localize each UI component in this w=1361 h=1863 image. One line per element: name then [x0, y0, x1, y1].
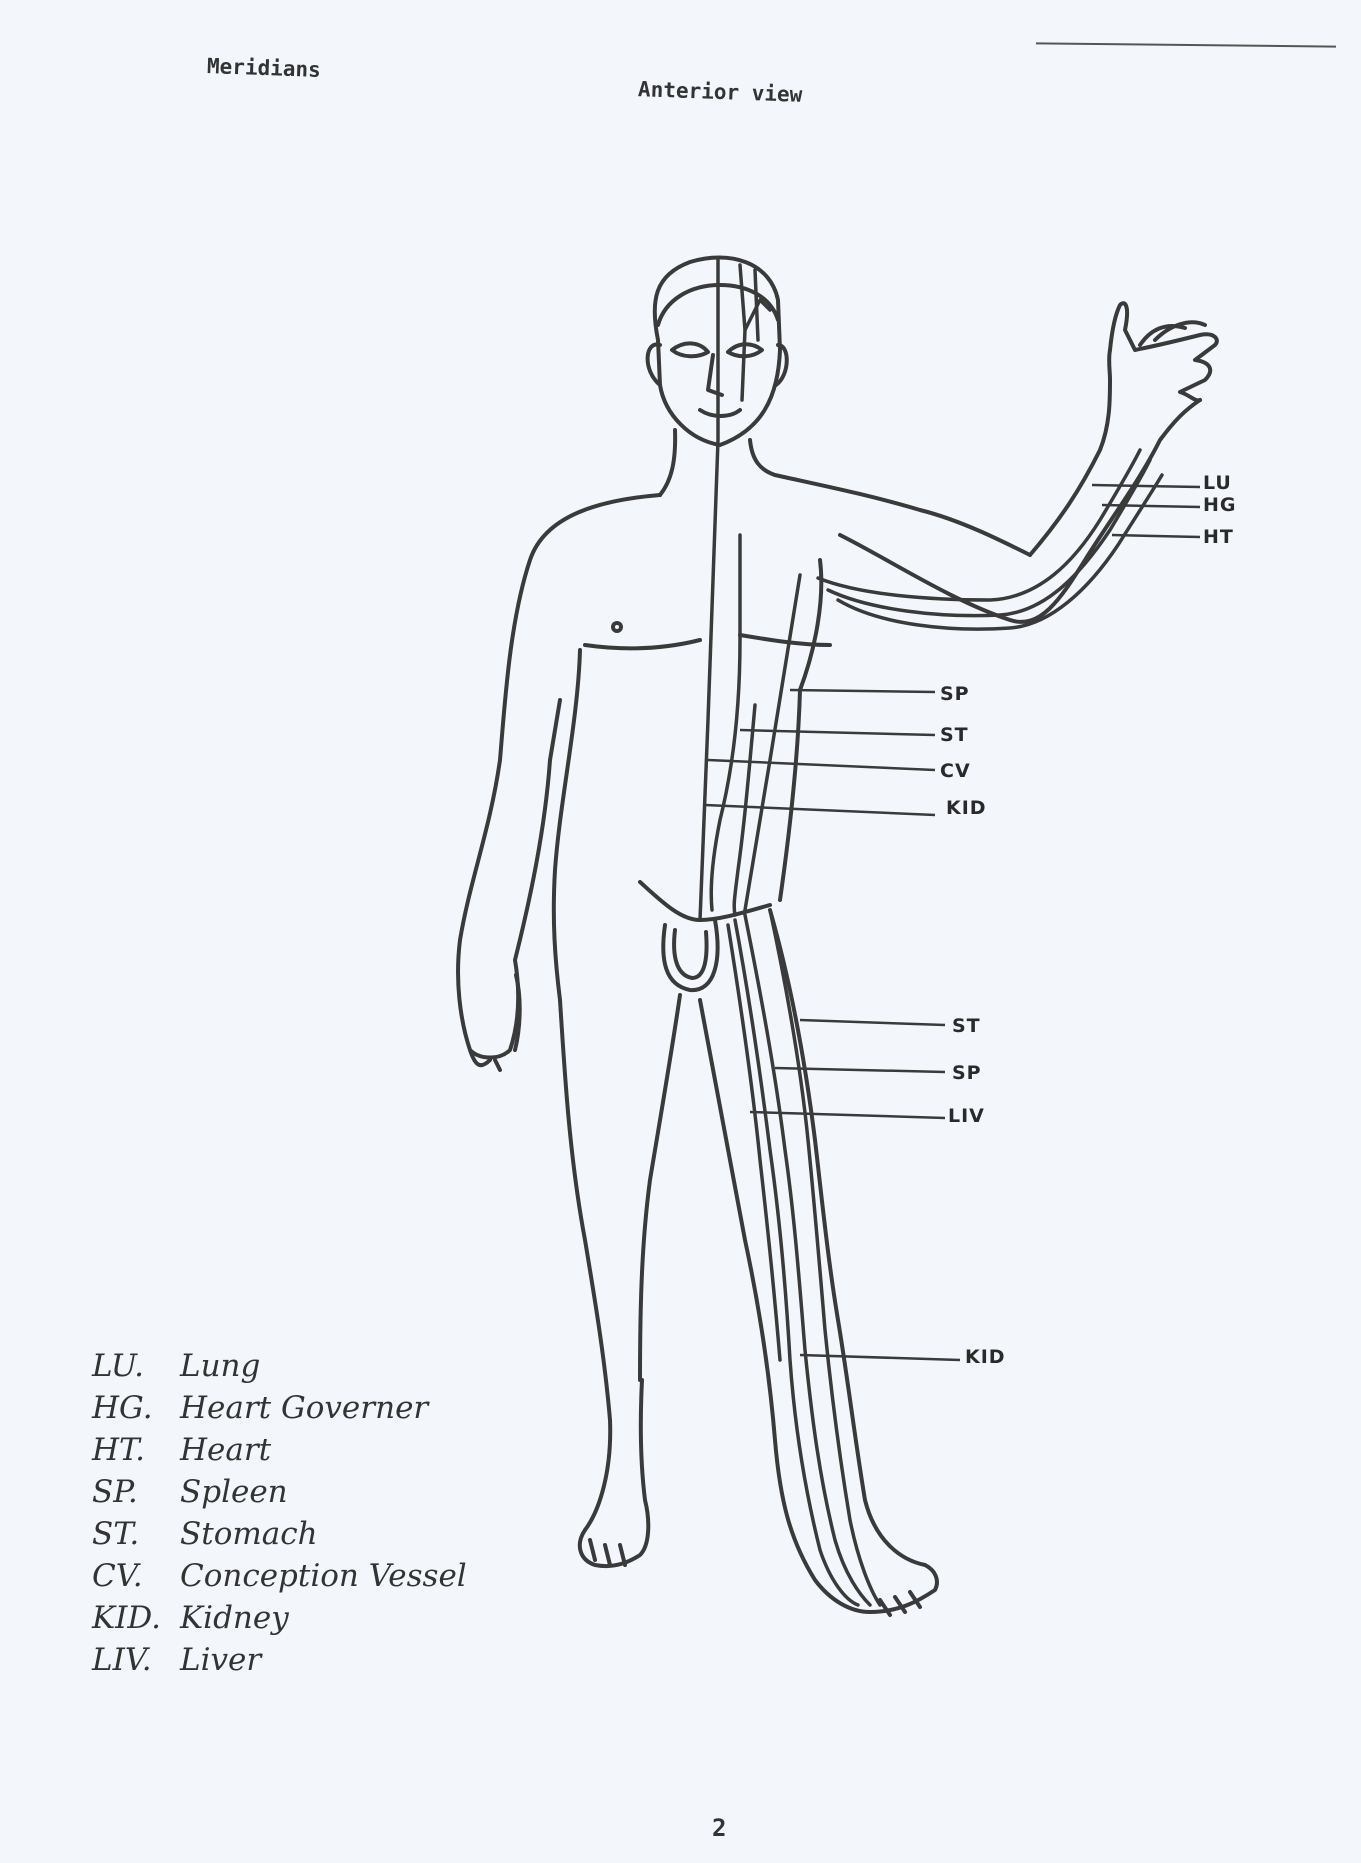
left-nipple [613, 623, 621, 631]
neck-right [750, 440, 775, 475]
legend-item: HG.Heart Governer [92, 1387, 467, 1429]
label-st-lower: ST [952, 1015, 981, 1037]
label-kid-lower: KID [965, 1346, 1006, 1368]
meridian-face-st [740, 265, 758, 400]
label-sp-lower: SP [952, 1062, 982, 1084]
chest-line [585, 635, 830, 648]
label-liv: LIV [948, 1105, 985, 1127]
right-leg-inner [700, 1000, 937, 1612]
leader-sp-upper [790, 690, 935, 692]
legend-name: Liver [180, 1639, 261, 1681]
leader-kid-lower [800, 1355, 960, 1360]
legend-name: Stomach [180, 1513, 318, 1555]
legend-abbr: HT. [92, 1429, 180, 1471]
legend-abbr: SP. [92, 1471, 180, 1513]
right-arm-inner [840, 400, 1200, 622]
legend-item: SP.Spleen [92, 1471, 467, 1513]
label-hg: HG [1203, 494, 1237, 516]
left-leg-inner [640, 995, 680, 1380]
legend-name: Heart Governer [180, 1387, 428, 1429]
legend-abbr: ST. [92, 1513, 180, 1555]
legend-name: Lung [180, 1345, 260, 1387]
leader-cv [708, 760, 935, 770]
legend-item: LU.Lung [92, 1345, 467, 1387]
label-sp-upper: SP [940, 683, 970, 705]
page-number: 2 [712, 1814, 726, 1842]
left-eye [672, 343, 708, 356]
meridian-st-torso [711, 535, 740, 910]
legend-name: Kidney [180, 1597, 289, 1639]
nose [708, 355, 722, 395]
genital-outline [663, 920, 717, 990]
leader-kid-upper [705, 805, 935, 815]
label-ht: HT [1203, 526, 1234, 548]
abbreviation-legend: LU.Lung HG.Heart Governer HT.Heart SP.Sp… [92, 1345, 467, 1681]
legend-item: KID.Kidney [92, 1597, 467, 1639]
label-lu: LU [1203, 472, 1232, 494]
label-kid-upper: KID [946, 797, 987, 819]
leader-lu [1092, 485, 1200, 487]
left-leg-outer [560, 1000, 648, 1566]
right-hand [1110, 303, 1217, 400]
legend-abbr: HG. [92, 1387, 180, 1429]
legend-item: CV.Conception Vessel [92, 1555, 467, 1597]
meridian-kid-torso [734, 705, 755, 915]
groin-line [640, 882, 770, 920]
label-st-upper: ST [940, 724, 969, 746]
legend-item: HT.Heart [92, 1429, 467, 1471]
leader-st-upper [740, 730, 935, 735]
left-toes [590, 1540, 625, 1565]
leader-hg [1102, 505, 1200, 507]
legend-name: Conception Vessel [180, 1555, 467, 1597]
meridian-cv [700, 260, 718, 920]
legend-name: Heart [180, 1429, 271, 1471]
right-leg-outer [770, 910, 925, 1565]
leader-st-lower [800, 1020, 945, 1025]
legend-item: ST.Stomach [92, 1513, 467, 1555]
legend-abbr: KID. [92, 1597, 180, 1639]
mouth [700, 410, 740, 416]
legend-item: LIV.Liver [92, 1639, 467, 1681]
legend-abbr: LU. [92, 1345, 180, 1387]
label-cv: CV [940, 760, 971, 782]
legend-abbr: CV. [92, 1555, 180, 1597]
legend-name: Spleen [180, 1471, 288, 1513]
neck-left [660, 430, 675, 495]
right-shoulder [775, 475, 1030, 555]
legend-abbr: LIV. [92, 1639, 180, 1681]
right-torso-side [780, 690, 800, 900]
